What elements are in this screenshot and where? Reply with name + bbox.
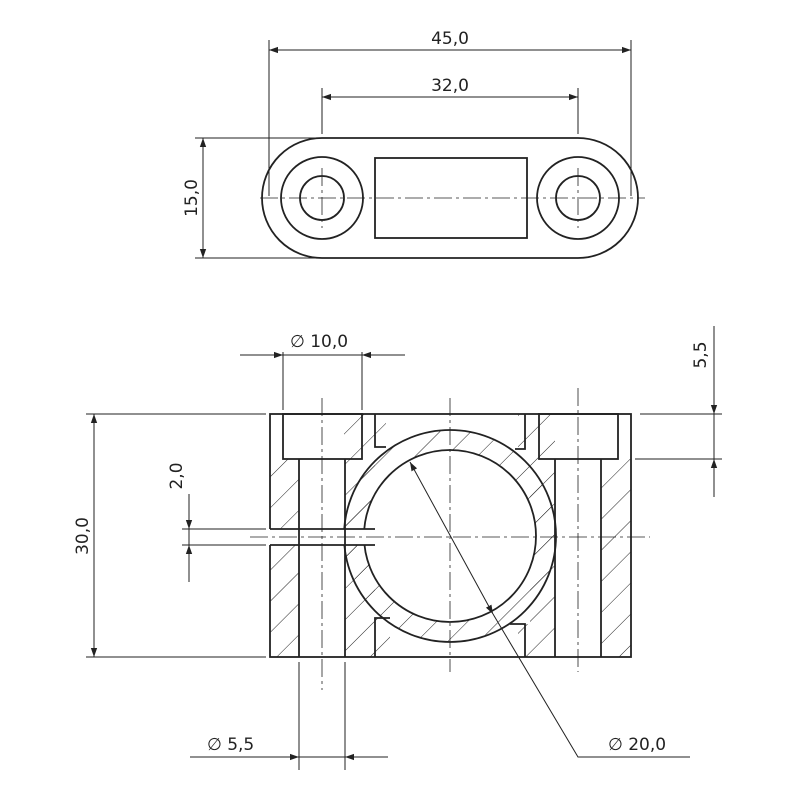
hole-spacing-label: 32,0 — [431, 76, 469, 96]
top-view: 45,0 32,0 15,0 — [182, 29, 645, 259]
bore-diameter-label: ∅ 20,0 — [608, 735, 666, 755]
counterbore-diameter-label: ∅ 10,0 — [290, 332, 348, 352]
right-counterbore — [538, 413, 619, 460]
width-label: 15,0 — [182, 179, 202, 217]
left-counterbore — [282, 413, 363, 460]
top-groove — [374, 414, 386, 448]
overall-length-label: 45,0 — [431, 29, 469, 49]
bottom-groove — [374, 617, 390, 657]
bolt-hole-diameter-label: ∅ 5,5 — [207, 735, 254, 755]
counterbore-depth-label: 5,5 — [691, 341, 711, 368]
bore-diameter-leader — [409, 461, 494, 615]
height-label: 30,0 — [73, 517, 93, 555]
front-section-view: ∅ 10,0 5,5 30,0 2,0 ∅ 5,5 ∅ 20,0 — [73, 326, 722, 770]
slot-gap-label: 2,0 — [167, 462, 187, 489]
top-view-outline — [261, 137, 639, 259]
